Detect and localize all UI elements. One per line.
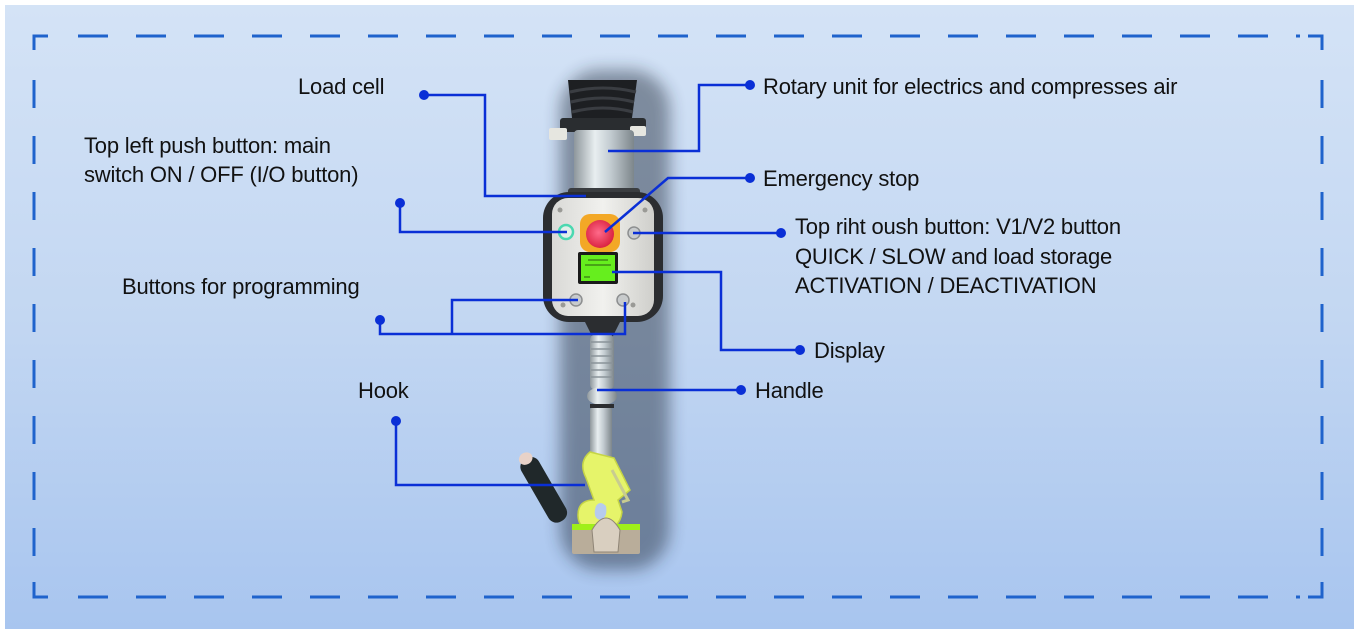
callout-dot-programming-buttons	[375, 315, 385, 325]
hook	[572, 451, 640, 554]
hook-shank	[590, 408, 612, 460]
pendant-cable	[518, 452, 568, 523]
label-top-right-button-line2: QUICK / SLOW and load storage	[795, 244, 1113, 269]
label-top-left-button-line1: Top left push button: main	[84, 133, 331, 158]
label-top-left-button-line2: switch ON / OFF (I/O button)	[84, 162, 359, 187]
label-emergency-stop: Emergency stop	[763, 166, 920, 191]
callout-dot-rotary-unit	[745, 80, 755, 90]
callout-dot-top-right-button	[776, 228, 786, 238]
callout-line-display	[612, 270, 800, 352]
label-top-right-button-line3: ACTIVATION / DEACTIVATION	[795, 273, 1097, 298]
callout-dot-handle	[736, 385, 746, 395]
label-rotary-unit: Rotary unit for electrics and compresses…	[763, 74, 1178, 99]
handle	[587, 334, 617, 408]
programming-button-right	[616, 293, 630, 307]
callout-line-programming-branch	[450, 298, 578, 334]
callout-line-top-left-button	[398, 203, 567, 234]
label-programming-buttons: Buttons for programming	[122, 274, 360, 299]
callout-dot-load-cell	[419, 90, 429, 100]
dashed-border	[32, 34, 1324, 599]
label-hook: Hook	[358, 378, 409, 403]
callout-dot-top-left-button	[395, 198, 405, 208]
label-handle: Handle	[755, 378, 824, 403]
callout-dot-emergency-stop	[745, 173, 755, 183]
callout-dot-hook	[391, 416, 401, 426]
rotary-unit-bellows	[549, 80, 646, 140]
diagram-graphics	[32, 34, 1324, 599]
device-illustration	[518, 70, 670, 570]
diagram-canvas: Load cell Rotary unit for electrics and …	[5, 5, 1354, 629]
callout-line-emergency-stop	[604, 176, 750, 233]
callout-line-hook	[394, 421, 585, 487]
label-load-cell: Load cell	[298, 74, 385, 99]
callout-line-load-cell	[424, 93, 586, 198]
callout-line-programming-buttons	[378, 302, 627, 336]
label-top-right-button-line1: Top riht oush button: V1/V2 button	[795, 214, 1121, 239]
callout-line-rotary-unit	[608, 83, 750, 153]
rotary-unit-cylinder	[574, 130, 634, 194]
label-display: Display	[814, 338, 885, 363]
emergency-stop-button	[586, 220, 614, 248]
callout-dot-display	[795, 345, 805, 355]
